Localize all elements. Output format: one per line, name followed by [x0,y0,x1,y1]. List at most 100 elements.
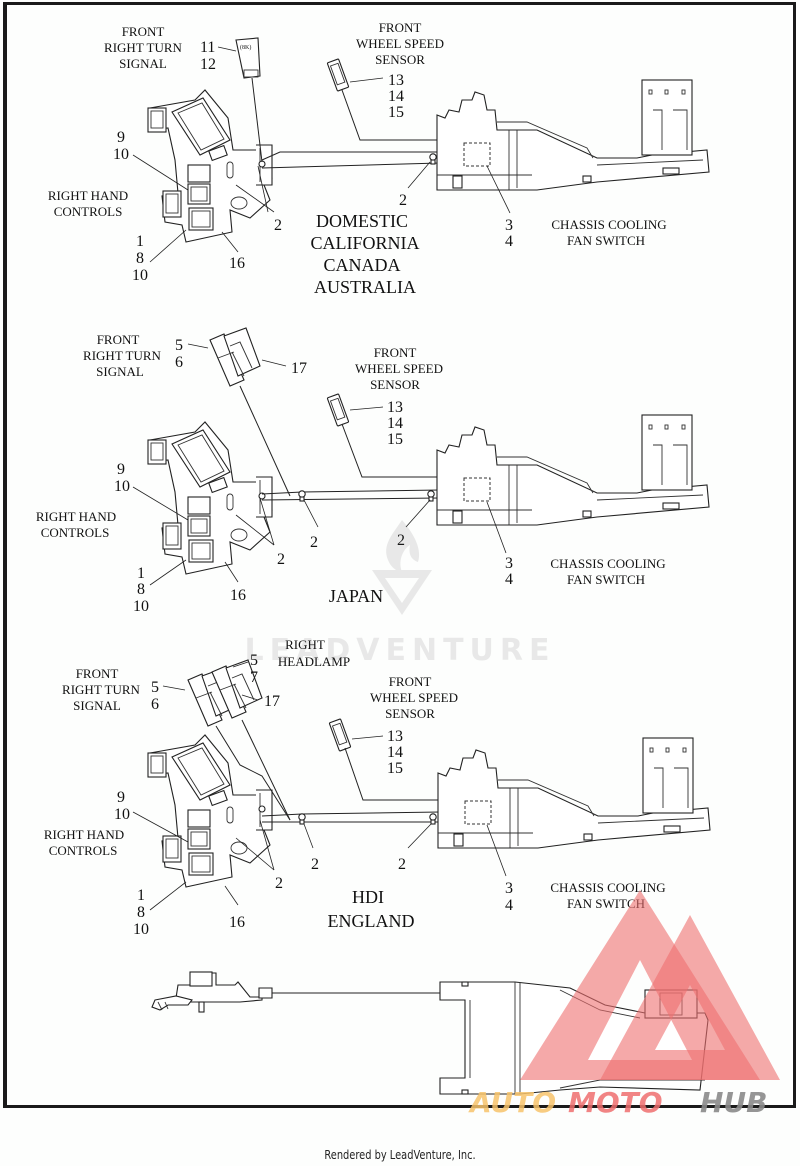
callout-12: 12 [200,56,216,73]
callout-9: 9 [117,789,125,806]
callout-1: 1 [137,565,145,582]
callout-1: 1 [137,887,145,904]
callout-3: 3 [505,217,513,234]
wss-label-3: SENSOR [370,377,420,392]
rhc-label-2: CONTROLS [41,525,110,540]
fan-switch-label-2: FAN SWITCH [567,896,645,911]
fastener-icon [298,813,306,825]
wss-label-2: WHEEL SPEED [356,36,444,51]
wheel-speed-sensor-part [326,58,350,92]
turn-signal-label-2: RIGHT TURN [62,682,140,697]
callout-17: 17 [264,693,280,710]
watermark-moto: MOTO [568,1086,663,1119]
wheel-speed-sensor-part [328,718,352,752]
leadventure-watermark: LEADVENTURE [245,520,556,668]
wss-label-3: SENSOR [385,706,435,721]
region-line-3: CANADA [323,255,400,275]
watermark-hub: HUB [700,1086,768,1119]
turn-signal-label-1: FRONT [97,332,140,347]
chassis-cooling-fan-switch-part [437,737,711,849]
callout-2b: 2 [311,856,319,873]
callout-3: 3 [505,555,513,572]
wss-label-2: WHEEL SPEED [370,690,458,705]
turn-signal-marking: (8K) [240,44,251,51]
callout-14: 14 [388,88,404,105]
callout-10b: 10 [132,267,148,284]
callout-2b: 2 [399,192,407,209]
callout-4: 4 [505,233,513,250]
diagram-frame [3,2,796,1108]
callout-16: 16 [230,587,246,604]
wss-label-3: SENSOR [375,52,425,67]
callout-2c: 2 [398,856,406,873]
callout-2: 2 [274,217,282,234]
callout-11: 11 [200,39,215,56]
callout-10b: 10 [133,921,149,938]
callout-10: 10 [113,146,129,163]
wheel-speed-sensor-part [326,393,350,427]
region-line-2: ENGLAND [328,911,415,931]
callout-13: 13 [388,72,404,89]
wss-label-1: FRONT [389,674,432,689]
wss-label-1: FRONT [379,20,422,35]
chassis-cooling-fan-switch-part [436,79,710,191]
turn-signal-part: (8K) [235,37,261,79]
callout-2b: 2 [310,534,318,551]
wss-label-1: FRONT [374,345,417,360]
callout-9: 9 [117,461,125,478]
callout-4: 4 [505,571,513,588]
chassis-cooling-fan-switch-part [436,414,710,526]
callout-9: 9 [117,129,125,146]
turn-signal-part [209,327,261,387]
callout-2c: 2 [397,532,405,549]
rhc-label-2: CONTROLS [49,843,118,858]
right-hand-controls-part [147,734,273,888]
callout-14: 14 [387,415,403,432]
callout-10: 10 [114,806,130,823]
callout-14: 14 [387,744,403,761]
turn-signal-label-2: RIGHT TURN [104,40,182,55]
region-line-1: HDI [352,887,384,907]
wss-label-2: WHEEL SPEED [355,361,443,376]
callout-2: 2 [277,551,285,568]
right-hand-controls-part [147,421,273,575]
turn-signal-label-3: SIGNAL [119,56,167,71]
fan-switch-label-2: FAN SWITCH [567,572,645,587]
callout-5: 5 [175,337,183,354]
callout-5b: 5 [250,652,258,669]
callout-7: 7 [250,669,258,686]
turn-signal-label-1: FRONT [122,24,165,39]
callout-10: 10 [114,478,130,495]
callout-16: 16 [229,255,245,272]
turn-signal-label-2: RIGHT TURN [83,348,161,363]
callout-8: 8 [137,904,145,921]
fan-switch-label-1: CHASSIS COOLING [551,217,666,232]
callout-15: 15 [388,104,404,121]
headlamp-label-2: HEADLAMP [278,654,350,669]
region-line-4: AUSTRALIA [314,277,416,297]
section-domestic: (8K) FRONT RIGHT TURN SIGNAL 11 12 FRONT… [48,20,710,297]
region-line-1: DOMESTIC [316,211,408,231]
callout-13: 13 [387,728,403,745]
callout-10b: 10 [133,598,149,615]
callout-17: 17 [291,360,307,377]
rhc-label-1: RIGHT HAND [48,188,128,203]
section-hdi-england: FRONT RIGHT TURN SIGNAL 5 6 17 5 7 RIGHT… [44,637,711,938]
section-japan: FRONT RIGHT TURN SIGNAL 5 6 17 FRONT WHE… [36,327,710,615]
callout-6: 6 [175,354,183,371]
turn-signal-label-3: SIGNAL [73,698,121,713]
region-line-1: JAPAN [329,586,383,606]
turn-signal-label-3: SIGNAL [96,364,144,379]
fastener-icon [429,813,437,825]
leadventure-watermark-text: LEADVENTURE [245,633,556,668]
right-hand-controls-part [147,89,273,243]
watermark-auto: AUTO [468,1086,556,1119]
rhc-label-1: RIGHT HAND [36,509,116,524]
callout-15: 15 [387,760,403,777]
turn-signal-label-1: FRONT [76,666,119,681]
fastener-icon [429,153,437,165]
callout-13: 13 [387,399,403,416]
fan-switch-label-2: FAN SWITCH [567,233,645,248]
fan-switch-label-1: CHASSIS COOLING [550,556,665,571]
